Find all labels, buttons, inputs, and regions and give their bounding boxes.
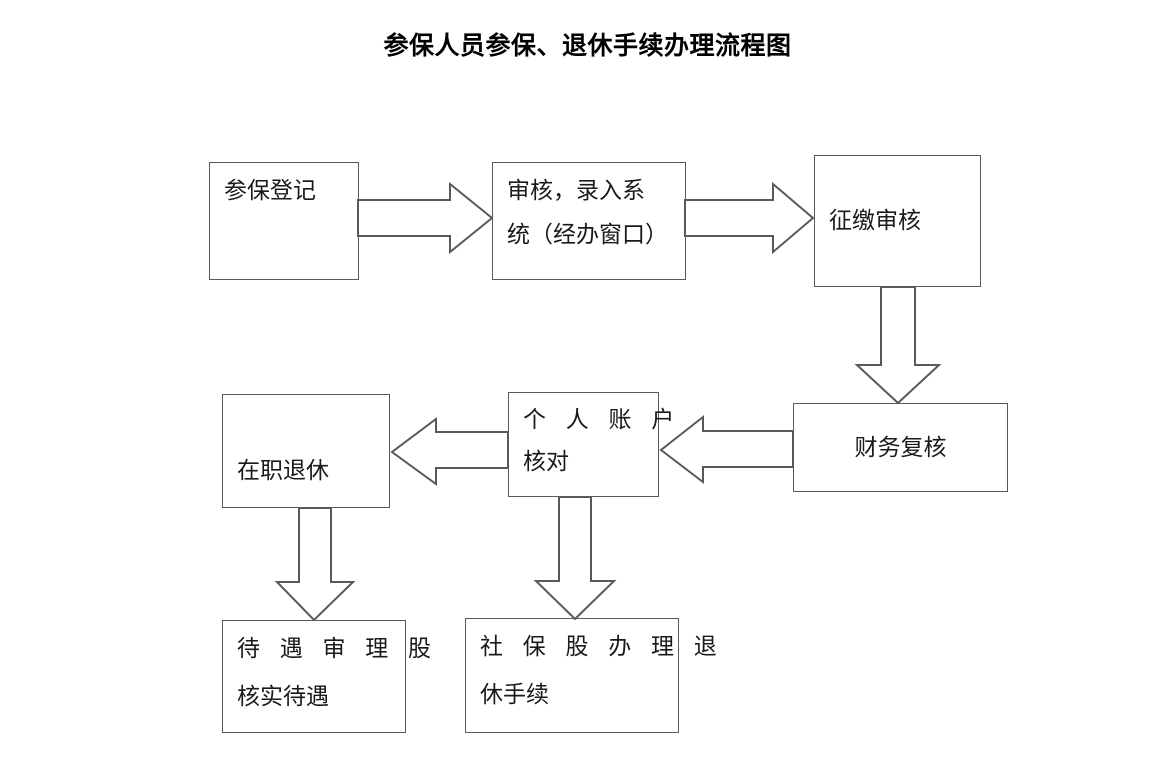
node-label-line1: 征缴审核 [829,208,921,233]
node-label-line1: 社 保 股 办 理 退 [480,634,724,659]
node-label-line2: 统（经办窗口） [507,222,668,247]
node-shenhe-luru-xitong[interactable]: 审核，录入系 统（经办窗口） [492,162,686,280]
block-arrow-down [274,507,356,622]
node-canbao-dengji[interactable]: 参保登记 [209,162,359,280]
block-arrow-left [659,414,794,485]
node-shebao-gu-tuixiu[interactable]: 社 保 股 办 理 退 休手续 [465,618,724,733]
block-arrow-down [854,286,942,405]
block-arrow-right [684,181,815,255]
arrow-caiwu-to-geren [659,414,795,485]
node-label-line1: 在职退休 [237,458,329,483]
node-label-line2: 核对 [523,449,569,474]
block-arrow-left [390,417,509,486]
node-label-line1: 财务复核 [854,434,947,460]
arrow-geren-to-shebao [533,496,617,621]
node-zhengjiao-shenhe[interactable]: 征缴审核 [814,155,981,287]
node-label-line2: 休手续 [480,682,549,707]
block-arrow-down [533,496,617,621]
node-daiyu-shenli-gu[interactable]: 待 遇 审 理 股 核实待遇 [222,620,438,733]
node-label-line2: 核实待遇 [237,684,329,709]
arrow-zhengjiao-to-caiwu [854,286,942,405]
block-arrow-right [357,181,494,255]
arrow-shenhe-to-zhengjiao [684,181,815,255]
arrow-zaizhi-to-daiyu [274,507,356,622]
node-label-line1: 审核，录入系 [507,178,645,203]
arrow-geren-to-zaizhi [390,417,510,486]
node-caiwu-fuhe[interactable]: 财务复核 [793,403,1008,492]
node-label-line1: 参保登记 [224,178,316,203]
node-label-line1: 待 遇 审 理 股 [237,636,438,661]
arrow-canbao-to-shenhe [357,181,494,255]
page-title: 参保人员参保、退休手续办理流程图 [383,32,792,60]
node-label-line1: 个 人 账 户 [523,407,682,432]
node-geren-zhanghu-hedui[interactable]: 个 人 账 户 核对 [508,392,682,497]
node-zaizhi-tuixiu[interactable]: 在职退休 [222,394,390,508]
